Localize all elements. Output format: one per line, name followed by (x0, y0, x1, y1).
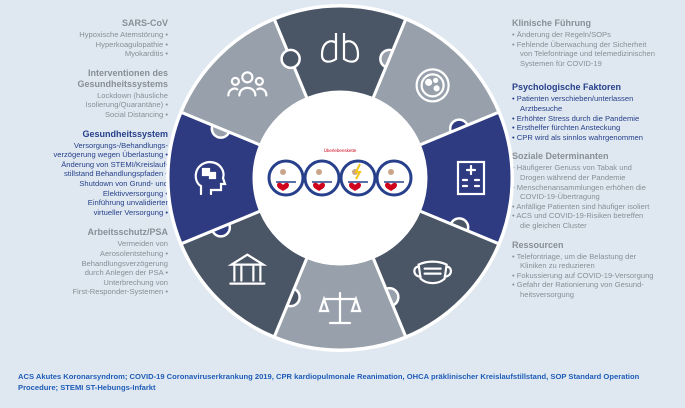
section-item: Änderung der Regeln/SOPs (512, 30, 682, 40)
section-item: Fokussierung auf COVID-19-Versorgung (512, 271, 682, 281)
section-title: Soziale Determinanten (512, 151, 609, 162)
people-icon (227, 71, 268, 97)
section-item: Einführung unvalidierter virtueller Vers… (10, 198, 168, 217)
chain-link-4 (375, 159, 413, 197)
puzzle-wheel: Überlebenskette (166, 4, 514, 352)
section-title: Gesundheitssystem (82, 128, 168, 139)
section-item: Gefahr der Rationierung von Gesund- heit… (512, 280, 682, 299)
chain-link-2 (303, 159, 341, 197)
section-item: Behandlungsverzögerung durch Anlegen der… (10, 259, 168, 278)
scales-icon (318, 291, 362, 325)
chain-link-3 (339, 159, 377, 197)
section-title: Psychologische Faktoren (512, 82, 622, 93)
section-title: Klinische Führung (512, 18, 592, 28)
section-item: Myokarditis (10, 49, 168, 59)
section-0: SARS-CoV Hypoxische AtemstörungHyperkoagu… (10, 18, 168, 59)
section-item: Hyperkoagulopathie (10, 40, 168, 50)
left-column: SARS-CoV Hypoxische AtemstörungHyperkoagu… (10, 18, 168, 306)
section-item: Lockdown (häusliche Isolierung/Quarantän… (10, 91, 168, 110)
section-item: Menschenansammlungen erhöhen die COVID-1… (512, 183, 682, 202)
section-item: Vermeiden von Aerosolentstehung (10, 239, 168, 258)
section-title: Arbeitsschutz/PSA (87, 227, 168, 238)
section-item: Patienten verschieben/unterlassen Arztbe… (512, 94, 682, 113)
puzzle-knob (280, 48, 301, 70)
section-3: RessourcenTelefontriage, um die Belastun… (512, 240, 682, 300)
section-2: Soziale DeterminantenHäufigerer Genuss v… (512, 151, 682, 230)
section-item: Erhöhter Stress durch die Pandemie (512, 114, 682, 124)
section-item: Telefontriage, um die Belastung der Klin… (512, 252, 682, 271)
section-item: Shutdown von Grund- und Elektivversorgun… (10, 179, 168, 198)
section-title: Ressourcen (512, 239, 564, 250)
section-item: Versorgungs-/Behandlungs- verzögerung we… (10, 141, 168, 160)
section-item: CPR wird als sinnlos wahrgenommen (512, 133, 682, 143)
section-title: Interventionen des Gesundheitssystems (77, 67, 168, 89)
section-1: Psychologische FaktorenPatienten verschi… (512, 82, 682, 142)
section-item: Änderung von STEMI/Kreislauf- stillstand… (10, 160, 168, 179)
chain-link-1 (267, 159, 305, 197)
section-item: ACS und COVID-19-Risiken betreffen die g… (512, 211, 682, 230)
building-icon (227, 253, 268, 285)
section-title: SARS-CoV (121, 18, 168, 28)
section-item: Häufigerer Genuss von Tabak und Drogen w… (512, 163, 682, 182)
section-item: Hypoxische Atemstörung (10, 30, 168, 40)
section-item: Social Distancing (10, 110, 168, 120)
section-0: Klinische FührungÄnderung der Regeln/SOP… (512, 18, 682, 68)
hospital-icon (456, 160, 486, 196)
section-item: Unterbrechung von First-Responder-System… (10, 278, 168, 297)
virus-icon (415, 68, 450, 103)
section-item: Fehlende Überwachung der Sicherheit von … (512, 40, 682, 69)
lungs-icon (320, 33, 360, 63)
center-label: Überlebenskette (324, 147, 357, 153)
footnote: ACS Akutes Koronarsyndrom; COVID-19 Coro… (18, 372, 640, 392)
right-column: Klinische FührungÄnderung der Regeln/SOP… (512, 18, 682, 308)
head-puzzle-icon (194, 160, 227, 196)
section-item: Anfällige Patienten sind häufiger isolie… (512, 202, 682, 212)
mask-icon (413, 260, 452, 285)
section-item: Ersthelfer fürchten Ansteckung (512, 123, 682, 133)
